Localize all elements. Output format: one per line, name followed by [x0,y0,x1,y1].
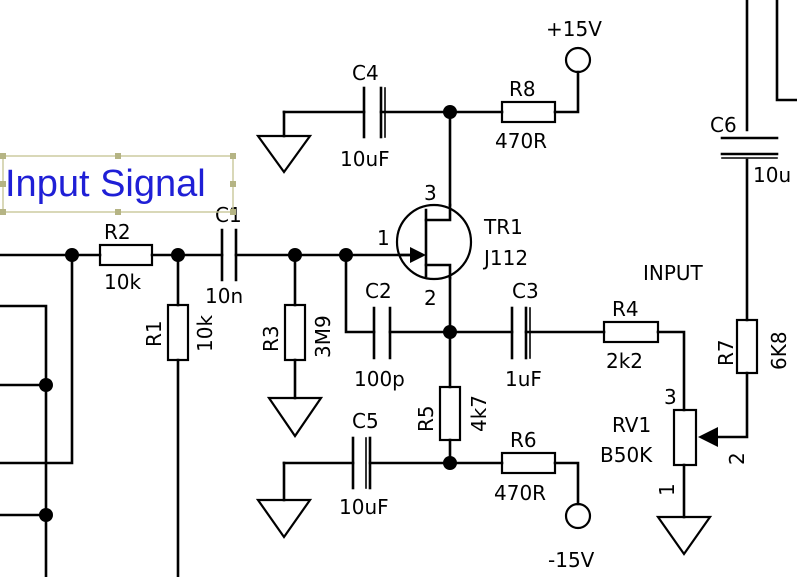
junction-dot [443,105,457,119]
junction-dot [443,456,457,470]
junction-dot [39,508,53,522]
pin-gate-label: 1 [377,226,390,250]
resistor-r7[interactable] [735,318,759,375]
pin3-rv1-label: 3 [664,385,677,409]
ref-r6: R6 [510,428,537,452]
resistor-r2[interactable] [98,243,154,267]
value-tr1: J112 [482,246,528,270]
resistor-r3[interactable] [283,303,307,362]
potentiometer-rv1[interactable] [672,408,718,467]
junctions [39,105,457,522]
junction-dot [171,248,185,262]
resistor-r8[interactable] [500,100,557,124]
value-c1: 10n [205,284,243,308]
capacitor-c4[interactable] [362,86,386,139]
resize-handle[interactable] [230,153,236,159]
value-c2: 100p [354,367,405,391]
capacitor-plates[interactable] [220,86,779,490]
jfet-tr1[interactable] [395,203,473,281]
capacitor-c1[interactable] [220,228,238,282]
resistor-r6[interactable] [500,451,557,475]
selection-handles[interactable] [0,153,236,215]
capacitor-c6[interactable] [720,136,779,159]
resize-handle[interactable] [230,209,236,215]
ref-c6: C6 [710,113,737,137]
value-r3: 3M9 [311,315,335,358]
power-label-negative: -15V [548,548,595,572]
ref-c4: C4 [352,61,379,85]
ref-r7: R7 [714,339,738,366]
ref-r8: R8 [509,77,536,101]
power-label-positive: +15V [546,17,602,41]
junction-dot [339,248,353,262]
resize-handle[interactable] [230,181,236,187]
ref-r1: R1 [142,320,166,347]
resize-handle[interactable] [115,153,121,159]
value-c5: 10uF [339,495,389,519]
value-r6: 470R [494,481,546,505]
ref-c2: C2 [365,279,392,303]
ground-icon [255,134,313,174]
capacitor-c3[interactable] [510,306,531,360]
terminal-minus15v-icon[interactable] [564,502,592,530]
ref-c1: C1 [215,203,242,227]
ref-r2: R2 [104,220,131,244]
ref-r3: R3 [259,325,283,352]
value-r8: 470R [495,129,547,153]
value-r1: 10k [193,315,217,352]
resize-handle[interactable] [0,209,6,215]
resistor-r5[interactable] [438,385,462,442]
resize-handle[interactable] [0,153,6,159]
ref-tr1: TR1 [483,215,523,239]
ref-r5: R5 [414,405,438,432]
labels: +15V -15V C4 10uF R8 470R C6 10u R2 10k … [104,17,791,572]
wiper-arrow-icon [698,427,718,447]
resistor-r4[interactable] [602,320,660,344]
ground-icon [655,515,713,556]
junction-dot [443,325,457,339]
ref-c5: C5 [352,409,379,433]
ground-icon [266,396,324,438]
gate-arrow-icon [410,247,426,263]
pin-drain-label: 3 [424,181,437,205]
ref-r4: R4 [612,297,639,321]
junction-dot [39,378,53,392]
value-c4: 10uF [340,147,390,171]
ref-c3: C3 [512,279,539,303]
capacitor-c2[interactable] [372,306,392,360]
value-r7: 6K8 [767,331,791,370]
terminal-plus15v-icon[interactable] [564,46,592,74]
pin1-rv1-label: 1 [655,483,679,496]
ground-icon [255,498,313,539]
value-c6: 10u [753,163,791,187]
value-rv1: B50K [600,443,653,467]
junction-dot [288,248,302,262]
pin2-rv1-label: 2 [725,452,749,465]
ref-rv1: RV1 [612,413,651,437]
value-r4: 2k2 [606,349,643,373]
resistor-r1[interactable] [166,303,190,362]
junction-dot [65,248,79,262]
net-label-input: INPUT [643,261,704,285]
value-c3: 1uF [505,367,542,391]
value-r5: 4k7 [467,395,491,432]
input-signal-annotation[interactable]: Input Signal [0,153,236,215]
resistor-bodies[interactable] [98,100,759,475]
resize-handle[interactable] [115,209,121,215]
resize-handle[interactable] [0,181,6,187]
value-r2: 10k [104,270,141,294]
capacitor-c5[interactable] [351,436,372,490]
input-signal-text[interactable]: Input Signal [5,163,206,205]
ground-symbols [255,134,713,556]
pin-source-label: 2 [424,286,437,310]
